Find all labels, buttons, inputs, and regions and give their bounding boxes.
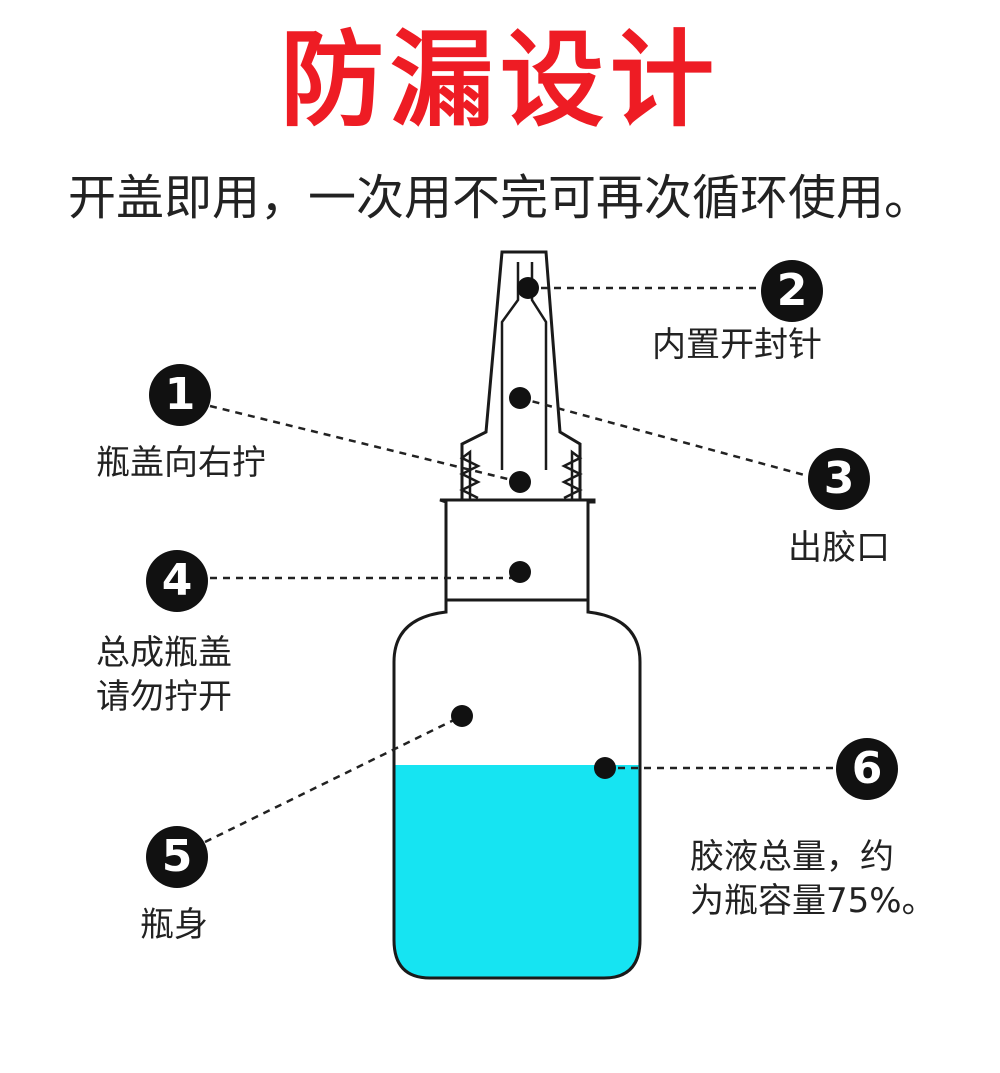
callout-label-5: 瓶身 xyxy=(140,905,208,945)
callout-label-2: 内置开封针 xyxy=(652,325,822,365)
callout-label-6a: 胶液总量，约 xyxy=(690,837,894,877)
cap-thread-left xyxy=(459,449,481,500)
marker-dot-3 xyxy=(509,387,531,409)
callout-number-3: 3 xyxy=(808,448,870,510)
callout-number-6: 6 xyxy=(836,738,898,800)
leader-line-3 xyxy=(519,396,809,478)
callout-label-4a: 总成瓶盖 xyxy=(96,633,232,673)
leader-line-1 xyxy=(209,404,521,484)
callout-label-3: 出胶口 xyxy=(788,528,890,568)
bottle-cap xyxy=(439,498,596,602)
page-title: 防漏设计 xyxy=(279,19,720,141)
page-subtitle: 开盖即用，一次用不完可再次循环使用。 xyxy=(67,170,932,226)
callout-number-5: 5 xyxy=(146,826,208,888)
cap-thread-right xyxy=(561,449,583,500)
bottle-body xyxy=(392,600,642,980)
callout-label-6b: 为瓶容量75%。 xyxy=(690,881,936,921)
marker-dot-4 xyxy=(509,561,531,583)
callout-label-1: 瓶盖向右拧 xyxy=(96,443,266,483)
callout-number-2: 2 xyxy=(761,260,823,322)
callout-number-1: 1 xyxy=(149,364,211,426)
marker-dot-6 xyxy=(594,757,616,779)
marker-dot-5 xyxy=(451,705,473,727)
callout-number-4: 4 xyxy=(146,550,208,612)
leader-line-5 xyxy=(204,714,463,844)
marker-dot-1 xyxy=(509,471,531,493)
glue-liquid xyxy=(394,765,640,978)
callout-label-4b: 请勿拧开 xyxy=(96,677,232,717)
marker-dot-2 xyxy=(517,277,539,299)
